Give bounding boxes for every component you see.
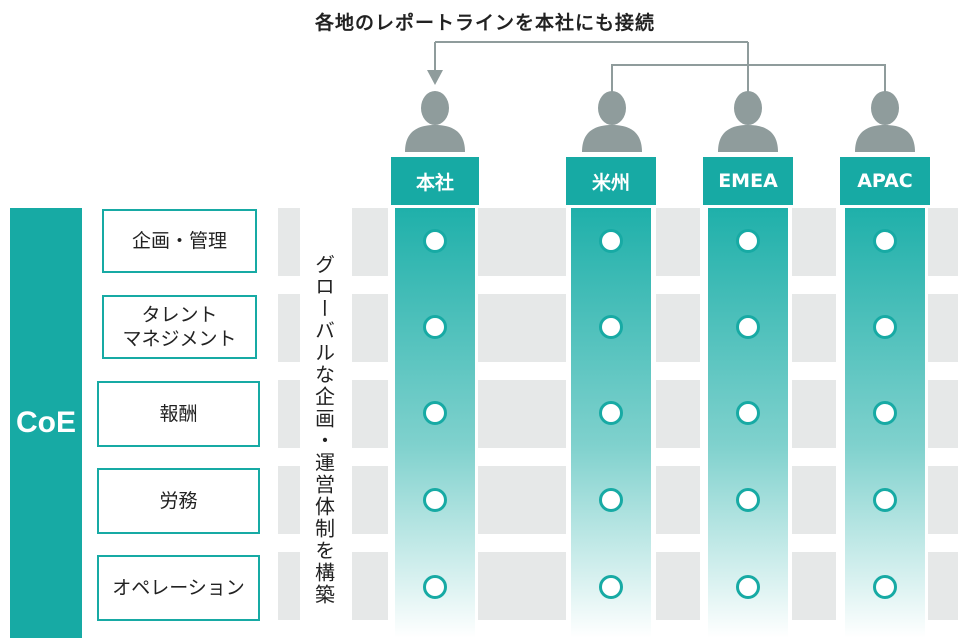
assignment-dot <box>423 488 447 512</box>
global-note-strip <box>300 208 352 638</box>
region-header-apac: APAC <box>840 157 930 205</box>
assignment-dot <box>599 575 623 599</box>
region-header-emea: EMEA <box>703 157 793 205</box>
coe-label: CoE <box>10 208 82 638</box>
reporting-lines <box>405 41 915 152</box>
assignment-dot <box>423 575 447 599</box>
arrow-head-icon <box>427 70 443 85</box>
assignment-dot <box>599 488 623 512</box>
region-header-honsha: 本社 <box>391 157 479 205</box>
assignment-dot <box>736 488 760 512</box>
person-icon <box>582 91 642 152</box>
assignment-dot <box>873 315 897 339</box>
connector-title: 各地のレポートラインを本社にも接続 <box>314 12 655 34</box>
assignment-dot <box>736 315 760 339</box>
function-box-planning: 企画・管理 <box>102 209 257 273</box>
function-box-compensation: 報酬 <box>97 381 260 447</box>
function-box-operations: オペレーション <box>97 555 260 621</box>
person-icon <box>855 91 915 152</box>
assignment-dot <box>873 575 897 599</box>
function-box-labor: 労務 <box>97 468 260 534</box>
person-icon <box>718 91 778 152</box>
assignment-dot <box>736 229 760 253</box>
global-note: グローバルな企画・運営体制を構築 <box>311 254 336 606</box>
person-icon <box>405 91 465 152</box>
assignment-dot <box>873 229 897 253</box>
assignment-dot <box>599 401 623 425</box>
assignment-dot <box>873 488 897 512</box>
assignment-dot <box>423 229 447 253</box>
region-header-americas: 米州 <box>566 157 656 205</box>
assignment-dot <box>873 401 897 425</box>
assignment-dot <box>599 229 623 253</box>
assignment-dot <box>736 575 760 599</box>
assignment-dot <box>736 401 760 425</box>
assignment-dot <box>599 315 623 339</box>
function-box-talent: タレント マネジメント <box>102 295 257 359</box>
assignment-dot <box>423 401 447 425</box>
assignment-dot <box>423 315 447 339</box>
